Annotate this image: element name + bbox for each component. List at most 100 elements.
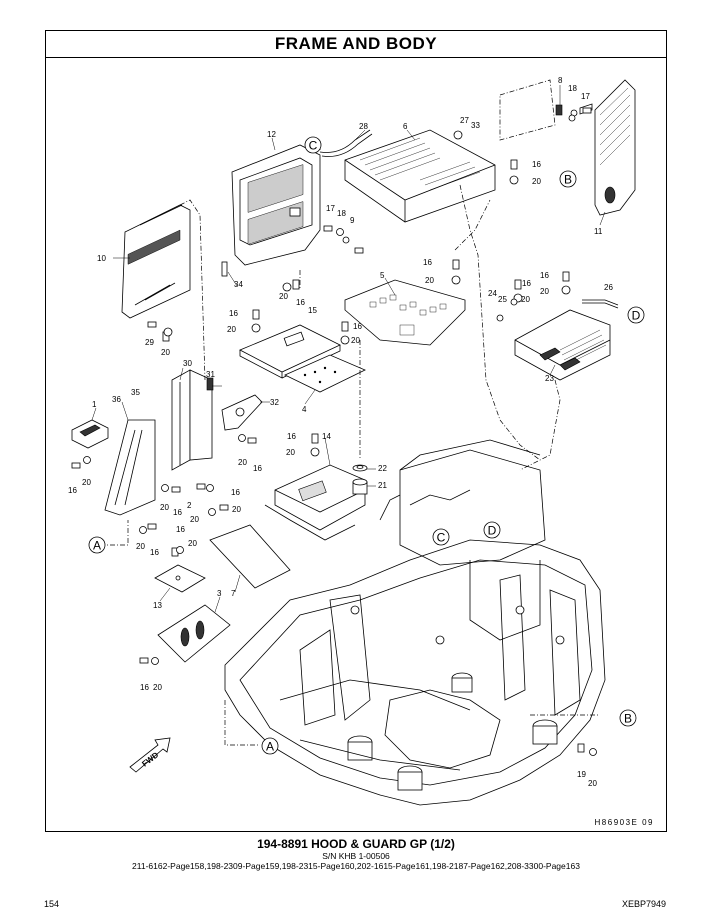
part-label: 29 <box>145 338 154 347</box>
panel-35-36 <box>104 419 156 516</box>
connection-marker-d-frame: D <box>483 521 501 539</box>
part-label: 34 <box>234 280 243 289</box>
title-bar: FRAME AND BODY <box>46 31 666 58</box>
connection-marker-a-frame: A <box>261 737 279 755</box>
part-label: 20 <box>521 295 530 304</box>
part-label: 20 <box>588 779 597 788</box>
plate-13 <box>154 564 206 593</box>
connection-marker-a-left: A <box>88 536 106 554</box>
hinge-1 <box>71 419 109 449</box>
part-label: 20 <box>286 448 295 457</box>
cover-10 <box>121 204 191 319</box>
caption: 194-8891 HOOD & GUARD GP (1/2) S/N KHB 1… <box>0 838 712 872</box>
part-label: 16 <box>522 279 531 288</box>
part-labels: 8 18 17 28 6 27 33 12 16 20 11 17 18 9 1… <box>68 76 613 788</box>
part-label: 12 <box>267 130 276 139</box>
page-title: FRAME AND BODY <box>274 34 438 53</box>
main-frame-body <box>224 439 606 806</box>
part-label: 19 <box>577 770 586 779</box>
svg-text:B: B <box>564 173 572 187</box>
part-label: 6 <box>403 122 408 131</box>
part-label: 16 <box>296 298 305 307</box>
part-label: 16 <box>229 309 238 318</box>
part-label: 10 <box>97 254 106 263</box>
part-label: 11 <box>594 227 603 236</box>
part-label: 20 <box>351 336 360 345</box>
part-label: 20 <box>425 276 434 285</box>
part-label: 20 <box>232 505 241 514</box>
drawing-code: H86903E 09 <box>594 818 654 827</box>
part-label: 36 <box>112 395 121 404</box>
part-label: 4 <box>302 405 307 414</box>
plate-5 <box>344 279 466 346</box>
leader-lines <box>91 85 606 613</box>
bolts-and-washers <box>71 107 597 756</box>
part-label: 20 <box>190 515 199 524</box>
caption-title: 194-8891 HOOD & GUARD GP (1/2) <box>257 837 455 851</box>
part-label: 16 <box>173 508 182 517</box>
part-label: 33 <box>471 121 480 130</box>
svg-text:C: C <box>309 139 318 153</box>
part-label: 31 <box>206 370 215 379</box>
assembly-guide-lines <box>100 142 600 746</box>
plate-14 <box>264 464 366 541</box>
svg-text:C: C <box>437 531 446 545</box>
document-code: XEBP7949 <box>621 899 666 909</box>
exploded-parts-diagram: C B D A C D B A FWD 8 18 17 28 6 27 33 <box>68 76 645 806</box>
part-label: 7 <box>231 589 236 598</box>
connection-marker-b-frame: B <box>619 709 637 727</box>
part-label: 16 <box>150 548 159 557</box>
part-label: 24 <box>488 289 497 298</box>
part-label: 16 <box>231 488 240 497</box>
part-label: 26 <box>604 283 613 292</box>
svg-text:D: D <box>632 309 641 323</box>
part-label: 16 <box>140 683 149 692</box>
part-label: 27 <box>460 116 469 125</box>
part-label: 5 <box>380 271 385 280</box>
connection-marker-c-frame: C <box>432 528 450 546</box>
part-label: 28 <box>359 122 368 131</box>
plate-7 <box>209 524 291 589</box>
door-11 <box>499 79 636 216</box>
part-label: 20 <box>161 348 170 357</box>
part-label: 13 <box>153 601 162 610</box>
caption-serial: S/N KHB 1-00506 <box>322 851 390 861</box>
part-label: 16 <box>540 271 549 280</box>
part-label: 8 <box>558 76 563 85</box>
part-label: 35 <box>131 388 140 397</box>
part-label: 20 <box>82 478 91 487</box>
connection-marker-c-top: C <box>304 136 322 154</box>
grommets-21-22 <box>352 464 368 495</box>
part-label: 16 <box>353 322 362 331</box>
cover-12 <box>221 144 321 277</box>
part-label: 9 <box>350 216 355 225</box>
part-label: 20 <box>188 539 197 548</box>
page-number: 154 <box>44 899 60 909</box>
part-label: 20 <box>532 177 541 186</box>
part-label: 20 <box>279 292 288 301</box>
part-label: 20 <box>153 683 162 692</box>
plate-15 <box>239 324 341 379</box>
caption-page-refs: 211-6162-Page158,198-2309-Page159,198-23… <box>132 861 580 871</box>
svg-text:B: B <box>624 712 632 726</box>
connection-marker-d-top: D <box>627 306 645 324</box>
part-label: 16 <box>423 258 432 267</box>
part-label: 16 <box>68 486 77 495</box>
svg-text:A: A <box>93 539 101 553</box>
part-label: 17 <box>581 92 590 101</box>
part-label: 20 <box>540 287 549 296</box>
part-label: 16 <box>176 525 185 534</box>
part-label: 22 <box>378 464 387 473</box>
part-label: 21 <box>378 481 387 490</box>
part-label: 1 <box>92 400 97 409</box>
plate-3 <box>157 604 231 663</box>
part-label: 20 <box>238 458 247 467</box>
part-label: 32 <box>270 398 279 407</box>
part-label: 30 <box>183 359 192 368</box>
part-label: 23 <box>545 374 554 383</box>
svg-text:A: A <box>266 740 274 754</box>
panel-6 <box>319 129 496 223</box>
part-label: 14 <box>322 432 331 441</box>
part-label: 18 <box>568 84 577 93</box>
part-label: 18 <box>337 209 346 218</box>
